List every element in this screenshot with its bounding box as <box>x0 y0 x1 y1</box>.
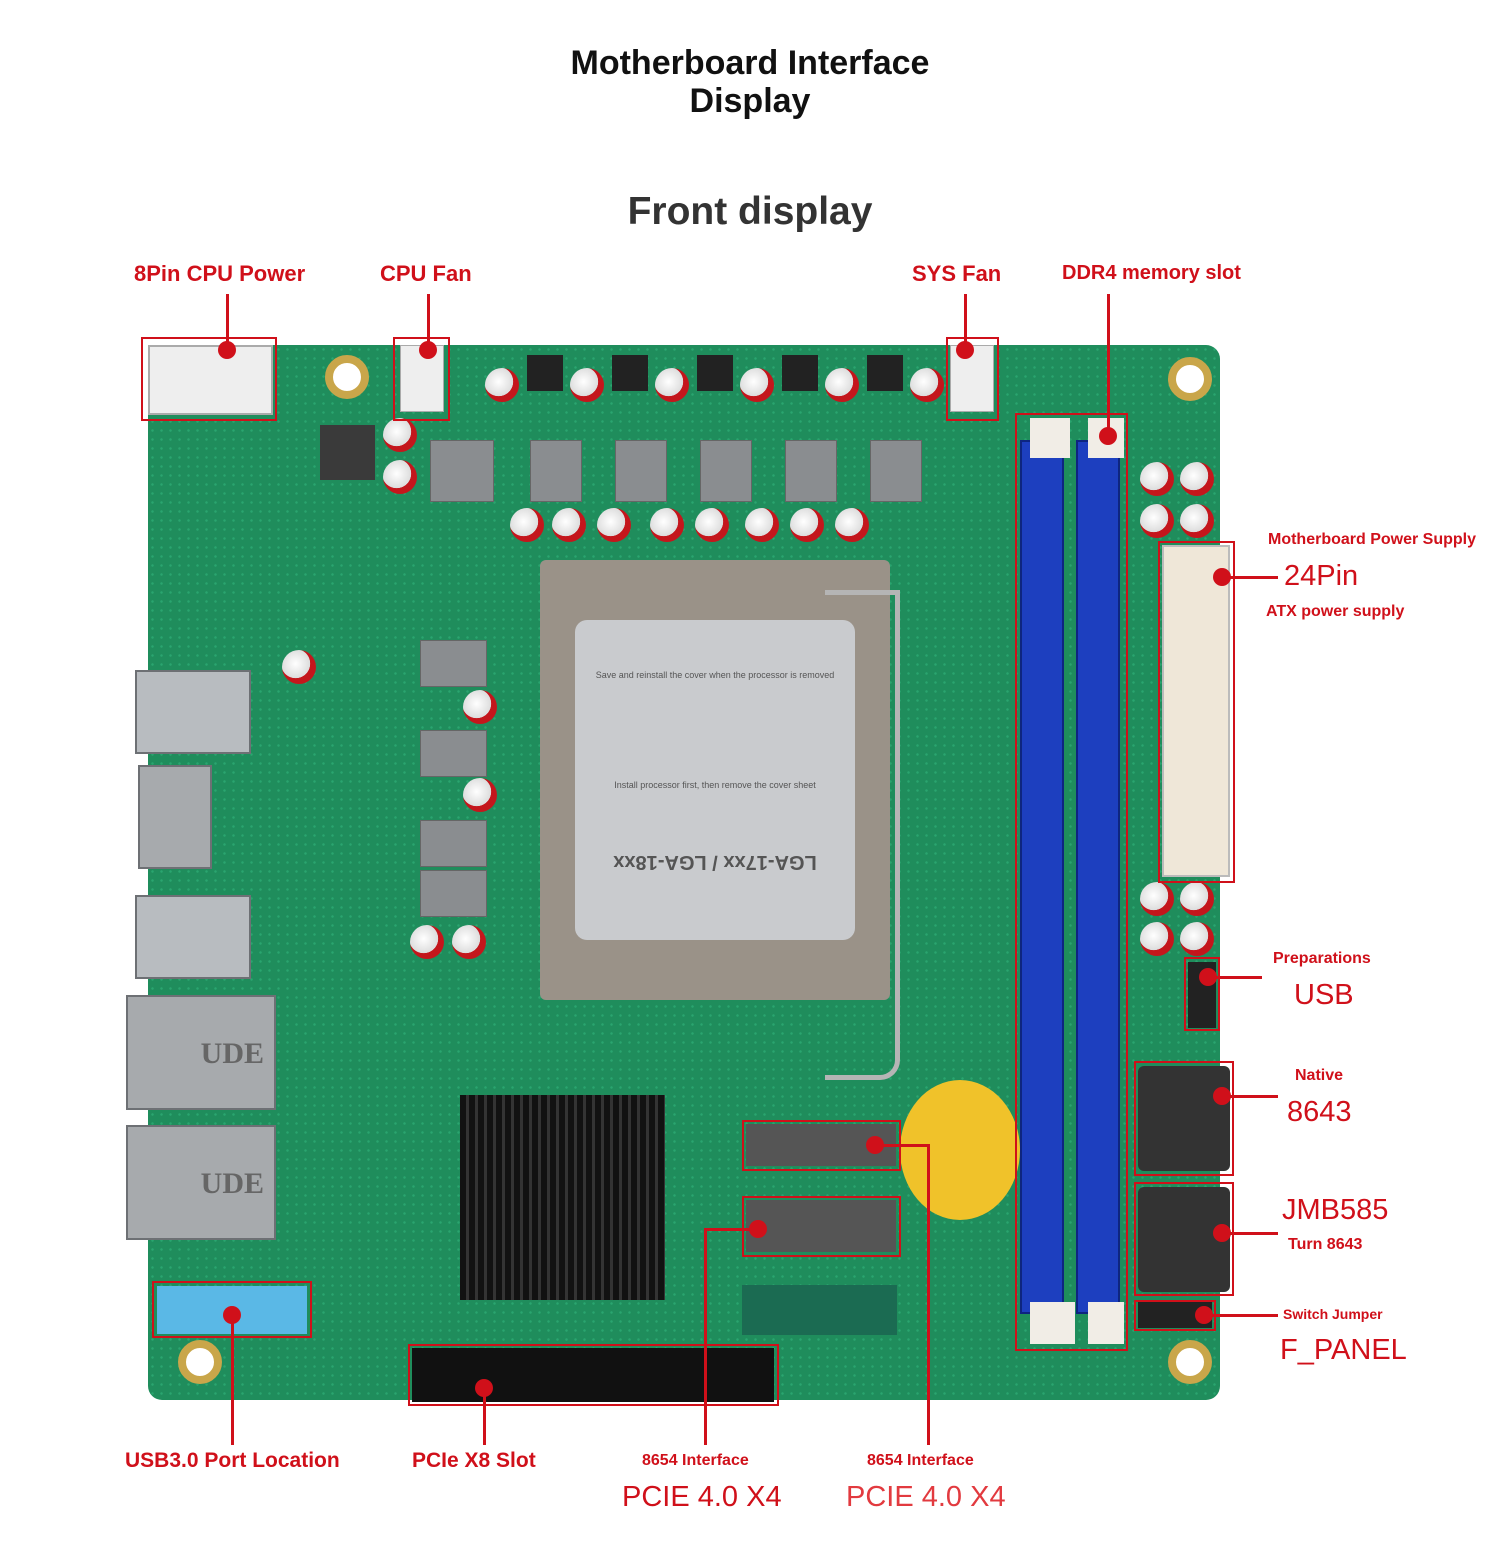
label-fpanel-top: Switch Jumper <box>1283 1306 1383 1322</box>
label-slot1-top: 8654 Interface <box>642 1452 749 1469</box>
socket-label: LGA-17xx / LGA-18xx <box>613 851 817 873</box>
callout-box-pcie-x8 <box>408 1344 779 1406</box>
page-title: Motherboard Interface Display <box>0 44 1500 120</box>
chipset-heatsink <box>460 1095 665 1300</box>
label-slot2-top: 8654 Interface <box>867 1452 974 1469</box>
callout-box-cpu-fan <box>393 337 450 421</box>
label-sys-fan: SYS Fan <box>912 261 1002 286</box>
label-jmb-main: JMB585 <box>1282 1194 1389 1226</box>
label-usb-top: Preparations <box>1273 950 1371 967</box>
callout-box-ddr4 <box>1015 413 1128 1351</box>
m2-slot <box>742 1285 897 1335</box>
socket-cover: Save and reinstall the cover when the pr… <box>575 620 855 940</box>
dimm-slot-a <box>1020 440 1064 1314</box>
usb3-port <box>135 670 251 754</box>
label-native-top: Native <box>1295 1067 1344 1084</box>
callout-box-cpu-power <box>141 337 277 421</box>
lan-port: UDE <box>126 1125 276 1240</box>
label-ddr4: DDR4 memory slot <box>1062 262 1241 284</box>
mount-hole <box>178 1340 222 1384</box>
label-atx-bottom: ATX power supply <box>1266 603 1405 620</box>
callout-box-usb <box>1184 957 1220 1031</box>
slimsas-8654-b <box>746 1200 896 1252</box>
jmb585-8643-connector <box>1138 1187 1230 1292</box>
native-8643-connector <box>1138 1066 1230 1171</box>
label-cpu-fan: CPU Fan <box>380 261 472 286</box>
label-pcie-x8: PCIe X8 Slot <box>412 1449 536 1472</box>
sys-fan-header <box>950 345 994 412</box>
dimm-slot-b <box>1076 440 1120 1314</box>
atx-24pin-connector <box>1162 545 1230 877</box>
cmos-battery <box>900 1080 1020 1220</box>
mount-hole <box>325 355 369 399</box>
mount-hole <box>1168 1340 1212 1384</box>
label-slot1-main: PCIE 4.0 X4 <box>622 1481 782 1513</box>
label-cpu-power: 8Pin CPU Power <box>134 261 306 286</box>
label-slot2-main: PCIE 4.0 X4 <box>846 1481 1006 1513</box>
label-usb30: USB3.0 Port Location <box>125 1449 340 1472</box>
callout-box-native <box>1134 1061 1234 1176</box>
callout-box-atx <box>1158 541 1235 883</box>
socket-lever <box>825 590 900 1080</box>
subtitle: Front display <box>627 190 873 233</box>
usb3-port <box>135 895 251 979</box>
title-line-2: Display <box>689 82 811 120</box>
pcie-x8-slot <box>412 1348 774 1402</box>
lan-port: UDE <box>126 995 276 1110</box>
label-usb-main: USB <box>1294 979 1354 1011</box>
label-fpanel-main: F_PANEL <box>1280 1334 1407 1366</box>
mount-hole <box>1168 357 1212 401</box>
cpu-power-connector <box>148 345 273 415</box>
label-native-main: 8643 <box>1287 1096 1352 1128</box>
label-jmb-bottom: Turn 8643 <box>1288 1236 1363 1253</box>
label-atx-main: 24Pin <box>1284 560 1359 592</box>
callout-box-sys-fan <box>946 337 999 421</box>
cover-note-2: Install processor first, then remove the… <box>614 780 816 790</box>
cover-note-1: Save and reinstall the cover when the pr… <box>595 670 835 680</box>
callout-box-jmb585 <box>1134 1182 1234 1296</box>
title-line-1: Motherboard Interface <box>570 44 930 82</box>
hdmi-port <box>138 765 212 869</box>
callout-box-slot1 <box>742 1196 901 1257</box>
label-atx-top: Motherboard Power Supply <box>1268 531 1477 548</box>
